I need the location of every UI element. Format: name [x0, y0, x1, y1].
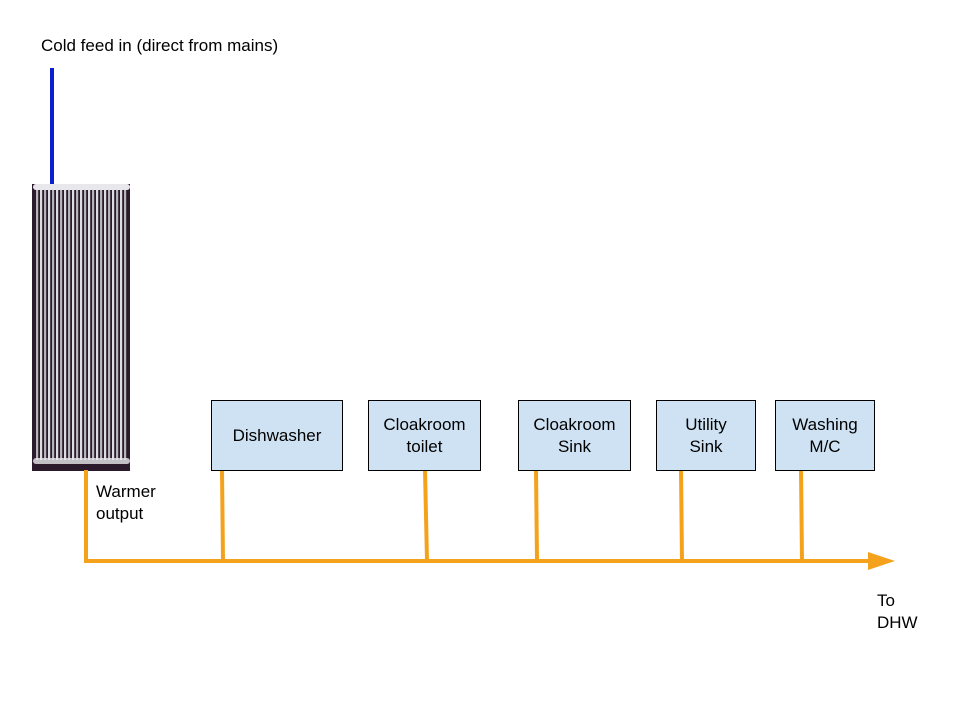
radiator-tube: [76, 188, 79, 460]
radiator-tube: [72, 188, 75, 460]
radiator-tube: [40, 188, 43, 460]
radiator-tube: [112, 188, 115, 460]
warmer-output-label: Warmer output: [96, 482, 156, 523]
appliance-box-washing-mc: Washing M/C: [775, 400, 875, 471]
to-dhw-label: To DHW: [877, 591, 918, 632]
appliance-box-dishwasher: Dishwasher: [211, 400, 343, 471]
branch-pipe-utility-sink: [679, 469, 684, 562]
radiator-tube: [36, 188, 39, 460]
radiator-icon: [32, 184, 130, 471]
radiator-tube: [104, 188, 107, 460]
radiator-tube: [64, 188, 67, 460]
radiator-tube: [124, 188, 127, 460]
radiator-tube: [68, 188, 71, 460]
appliance-box-cloakroom-toilet: Cloakroom toilet: [368, 400, 481, 471]
radiator-tube: [60, 188, 63, 460]
radiator-tube: [96, 188, 99, 460]
radiator-tube: [92, 188, 95, 460]
radiator-tube: [44, 188, 47, 460]
radiator-tube: [56, 188, 59, 460]
radiator-tube: [52, 188, 55, 460]
radiator-tube: [108, 188, 111, 460]
radiator-tube: [88, 188, 91, 460]
branch-pipe-cloakroom-toilet: [423, 469, 429, 562]
radiator-tube: [100, 188, 103, 460]
radiator-tube: [116, 188, 119, 460]
branch-pipe-cloakroom-sink: [534, 469, 539, 562]
appliance-box-utility-sink: Utility Sink: [656, 400, 756, 471]
radiator-tube: [84, 188, 87, 460]
appliance-box-cloakroom-sink: Cloakroom Sink: [518, 400, 631, 471]
branch-pipe-washing-mc: [799, 469, 804, 562]
cold-feed-label: Cold feed in (direct from mains): [41, 36, 279, 55]
branch-pipe-dishwasher: [220, 469, 225, 562]
radiator-tube: [48, 188, 51, 460]
radiator-tube: [80, 188, 83, 460]
radiator-tube: [120, 188, 123, 460]
arrow-head-icon: [868, 552, 895, 570]
